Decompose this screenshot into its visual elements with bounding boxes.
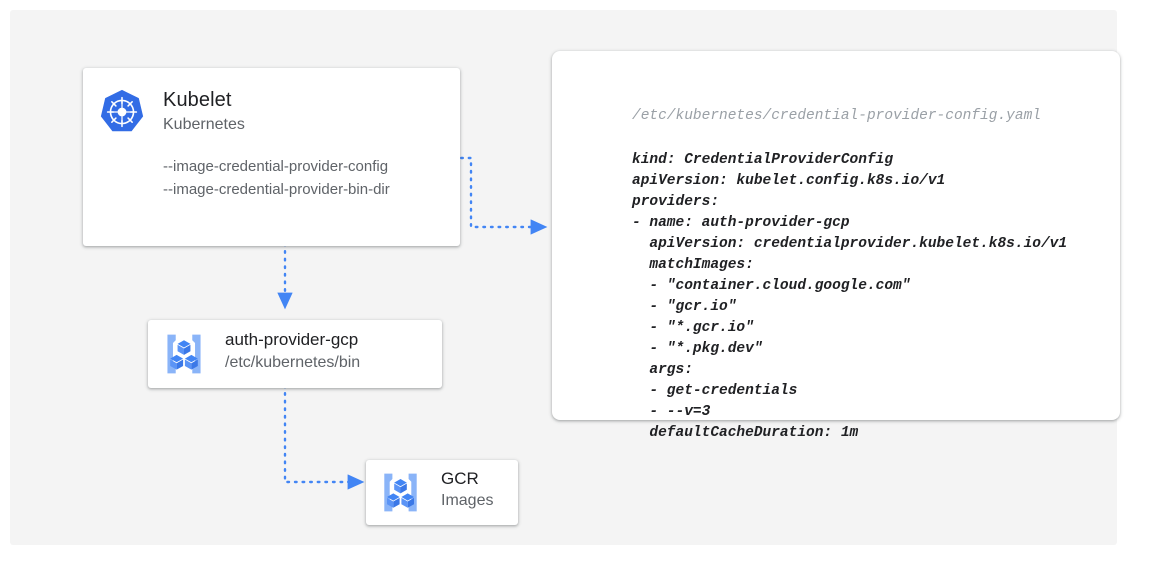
- gcr-subtitle: Images: [441, 492, 494, 509]
- diagram-canvas: Kubelet Kubernetes --image-credential-pr…: [10, 10, 1120, 545]
- kubelet-flag-config: --image-credential-provider-config: [163, 158, 389, 175]
- gcr-title: GCR: [441, 469, 479, 488]
- kubelet-subtitle: Kubernetes: [163, 116, 245, 133]
- gcp-container-cubes-icon: [384, 473, 417, 512]
- gcp-container-cubes-icon: [167, 334, 201, 374]
- auth-provider-gcp-card[interactable]: auth-provider-gcp /etc/kubernetes/bin: [148, 320, 442, 388]
- yaml-content: kind: CredentialProviderConfig apiVersio…: [632, 152, 1068, 441]
- kubelet-title: Kubelet: [163, 89, 232, 111]
- credential-provider-config-card[interactable]: /etc/kubernetes/credential-provider-conf…: [552, 51, 1120, 441]
- yaml-file-path: /etc/kubernetes/credential-provider-conf…: [632, 108, 1041, 124]
- connector-auth-provider-to-gcr: [283, 376, 365, 490]
- gcr-card[interactable]: GCR Images: [366, 460, 518, 525]
- kubelet-flag-bin-dir: --image-credential-provider-bin-dir: [163, 181, 390, 198]
- kubernetes-logo-icon: [100, 89, 144, 132]
- auth-provider-path: /etc/kubernetes/bin: [225, 354, 361, 371]
- kubelet-card[interactable]: Kubelet Kubernetes --image-credential-pr…: [83, 68, 460, 246]
- auth-provider-title: auth-provider-gcp: [225, 330, 359, 349]
